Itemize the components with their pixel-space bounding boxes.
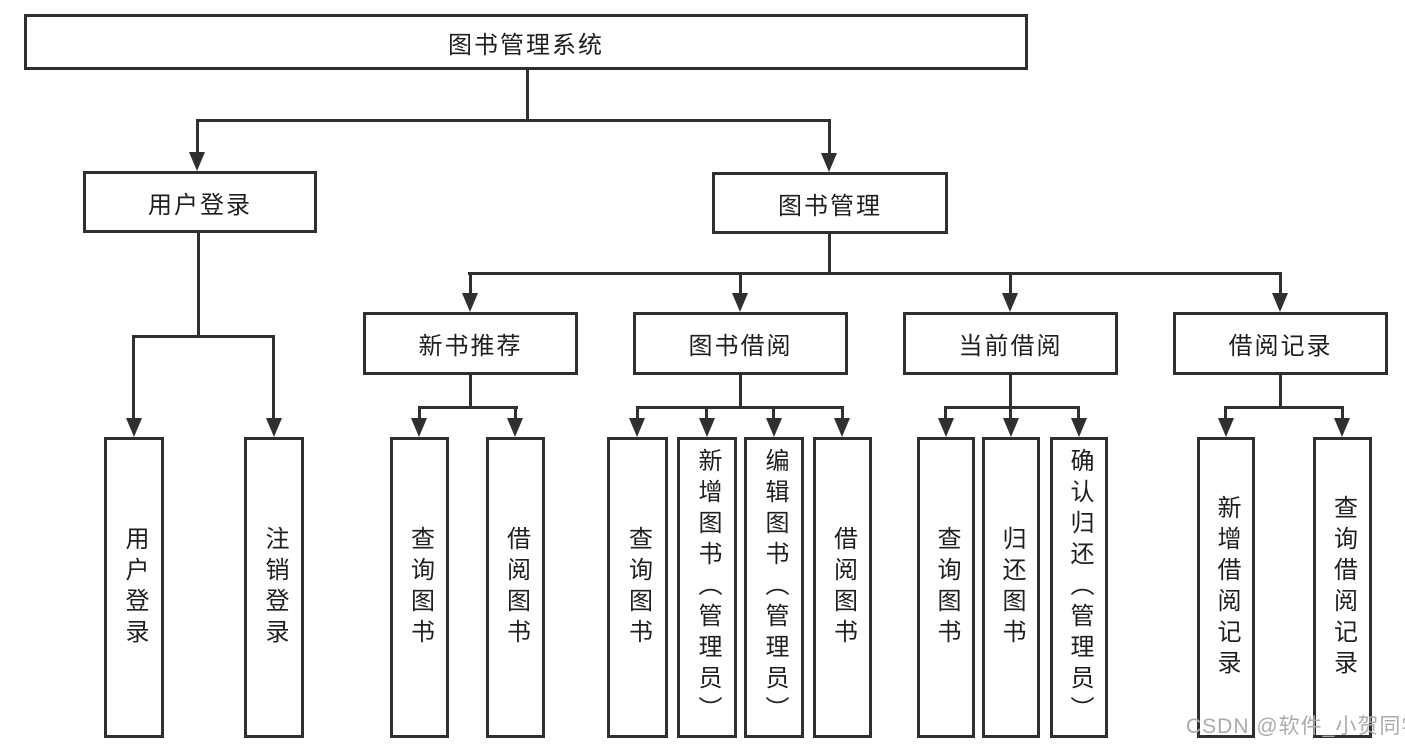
leaf-query-books-borrow: 查询图书 [607, 437, 668, 738]
connector-vline [469, 373, 472, 408]
leaf-label: 编辑图书（管理员） [761, 448, 788, 727]
watermark: CSDN @软件_小贺同学 [1186, 715, 1405, 738]
node-label: 当前借阅 [958, 333, 1063, 360]
arrowhead-down-icon [1003, 418, 1019, 437]
connector-vline [526, 68, 529, 121]
leaf-borrow-books-recommend: 借阅图书 [486, 437, 545, 738]
connector-hline [132, 335, 275, 338]
arrowhead-down-icon [1334, 418, 1350, 437]
connector-vline [1077, 406, 1080, 420]
leaf-label: 借阅图书 [502, 525, 530, 650]
connector-vline [636, 406, 639, 420]
arrowhead-down-icon [938, 418, 954, 437]
connector-vline [1224, 406, 1227, 420]
leaf-label: 新增图书（管理员） [694, 448, 721, 727]
leaf-add-books-admin: 新增图书（管理员） [677, 437, 737, 738]
node-label: 新书推荐 [418, 333, 523, 360]
leaf-logout: 注销登录 [244, 437, 304, 738]
arrowhead-down-icon [462, 293, 478, 312]
node-label: 用户登录 [148, 191, 252, 219]
connector-vline [828, 232, 831, 274]
arrowhead-down-icon [189, 152, 205, 171]
leaf-label: 确认归还（管理员） [1066, 448, 1093, 727]
leaf-query-books-current: 查询图书 [917, 437, 975, 738]
node-label: 图书管理 [778, 192, 882, 220]
node-borrowing-records: 借阅记录 [1173, 312, 1388, 375]
leaf-user-login: 用户登录 [104, 437, 164, 738]
connector-hline [468, 272, 1281, 275]
node-new-book-recommend: 新书推荐 [363, 312, 578, 375]
node-label: 借阅记录 [1228, 333, 1333, 360]
connector-vline [772, 406, 775, 420]
connector-vline [944, 406, 947, 420]
leaf-label: 查询图书 [624, 525, 652, 650]
arrowhead-down-icon [629, 418, 645, 437]
arrowhead-down-icon [834, 418, 850, 437]
leaf-label: 新增借阅记录 [1213, 494, 1240, 681]
arrowhead-down-icon [1071, 418, 1087, 437]
leaf-label: 查询借阅记录 [1329, 494, 1357, 681]
connector-vline [1009, 406, 1012, 420]
connector-vline [197, 231, 200, 337]
arrowhead-down-icon [1002, 293, 1018, 312]
leaf-confirm-return-admin: 确认归还（管理员） [1050, 437, 1108, 738]
connector-hline [196, 119, 831, 122]
leaf-label: 注销登录 [261, 525, 288, 650]
connector-hline [418, 406, 518, 409]
connector-hline [636, 406, 844, 409]
connector-vline [705, 406, 708, 420]
node-book-borrowing: 图书借阅 [633, 312, 848, 375]
connector-vline [418, 406, 421, 420]
leaf-query-borrow-record: 查询借阅记录 [1313, 437, 1372, 738]
arrowhead-down-icon [699, 418, 715, 437]
connector-vline [739, 373, 742, 408]
connector-vline [272, 335, 275, 419]
connector-vline [841, 406, 844, 420]
connector-vline [196, 119, 199, 153]
arrowhead-down-icon [732, 293, 748, 312]
connector-vline [1009, 272, 1012, 295]
leaf-label: 查询图书 [933, 525, 960, 650]
leaf-add-borrow-record: 新增借阅记录 [1197, 437, 1255, 738]
leaf-label: 用户登录 [121, 525, 148, 650]
arrowhead-down-icon [126, 418, 142, 437]
connector-vline [514, 406, 517, 420]
leaf-label: 查询图书 [406, 525, 434, 650]
connector-vline [1009, 373, 1012, 408]
node-current-borrowing: 当前借阅 [903, 312, 1118, 375]
connector-vline [828, 119, 831, 153]
arrowhead-down-icon [507, 418, 523, 437]
arrowhead-down-icon [1218, 418, 1234, 437]
leaf-label: 归还图书 [998, 525, 1025, 650]
connector-vline [469, 272, 472, 295]
arrowhead-down-icon [821, 153, 837, 172]
node-book-management: 图书管理 [712, 172, 948, 234]
connector-hline [945, 406, 1080, 409]
arrowhead-down-icon [766, 418, 782, 437]
leaf-return-books: 归还图书 [982, 437, 1040, 738]
connector-vline [1279, 373, 1282, 408]
arrowhead-down-icon [266, 418, 282, 437]
node-label: 图书借阅 [688, 333, 793, 360]
leaf-edit-books-admin: 编辑图书（管理员） [744, 437, 804, 738]
leaf-label: 借阅图书 [829, 525, 857, 650]
arrowhead-down-icon [1272, 293, 1288, 312]
connector-vline [739, 272, 742, 295]
connector-hline [1225, 406, 1344, 409]
node-library-management-system: 图书管理系统 [24, 14, 1028, 70]
connector-vline [1341, 406, 1344, 420]
connector-vline [132, 335, 135, 419]
node-label: 图书管理系统 [448, 31, 604, 59]
leaf-borrow-books: 借阅图书 [813, 437, 872, 738]
arrowhead-down-icon [411, 418, 427, 437]
node-user-login: 用户登录 [83, 171, 317, 233]
leaf-query-books-recommend: 查询图书 [390, 437, 449, 738]
connector-vline [1279, 272, 1282, 295]
